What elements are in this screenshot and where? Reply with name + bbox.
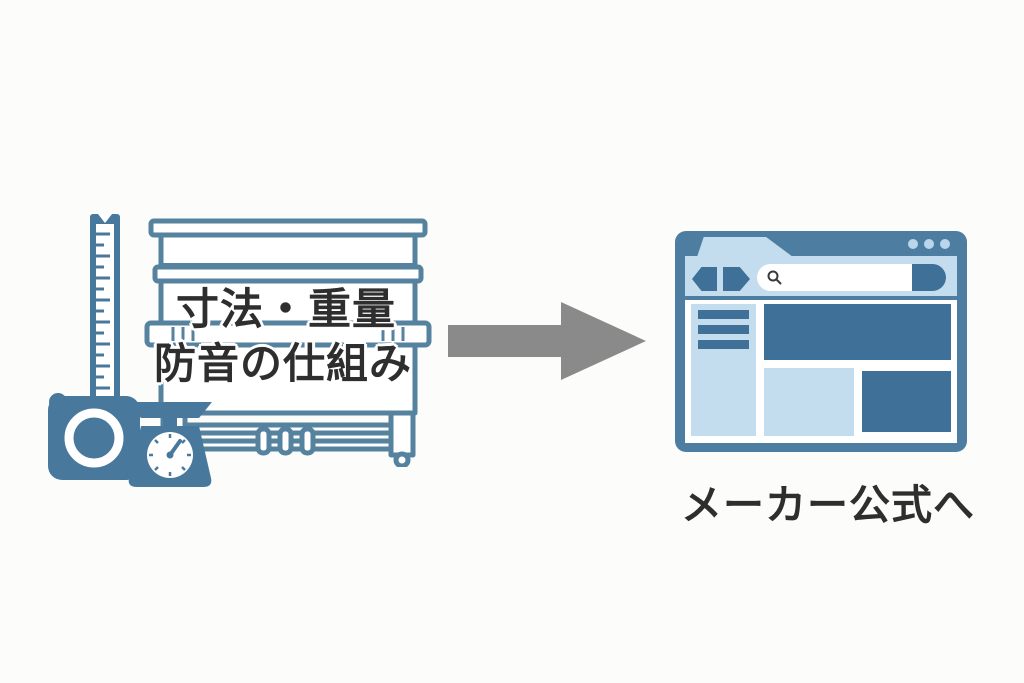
- search-magnifier-icon: [767, 270, 782, 285]
- forward-arrow-icon: [723, 267, 750, 291]
- browser-content-area: [685, 300, 957, 443]
- browser-toolbar: [685, 256, 957, 296]
- caption-soundproofing-mechanism: 防音の仕組み: [153, 339, 412, 388]
- browser-window-icon: [675, 231, 967, 452]
- browser-sidebar: [691, 304, 756, 436]
- caption-manufacturer-official: メーカー公式へ: [681, 481, 975, 529]
- sidebar-menu-bar: [698, 325, 749, 334]
- browser-hero-block: [764, 304, 951, 360]
- window-dot: [924, 239, 934, 249]
- search-go-button: [912, 264, 946, 291]
- browser-card-dark: [862, 371, 951, 432]
- tape-measure-icon: [48, 214, 140, 480]
- kitchen-scale-icon: [128, 402, 212, 487]
- upright-piano-icon: [144, 218, 432, 467]
- window-dot: [908, 239, 918, 249]
- sidebar-menu-bar: [698, 340, 749, 349]
- sidebar-menu-bar: [698, 310, 749, 319]
- search-bar: [757, 264, 946, 291]
- window-dot: [940, 239, 950, 249]
- window-control-dots: [908, 239, 950, 249]
- browser-card-light: [764, 368, 854, 436]
- right-arrow-icon: [448, 302, 646, 380]
- browser-tab: [697, 237, 793, 257]
- back-arrow-icon: [692, 267, 717, 291]
- caption-dimensions-weight: 寸法・重量: [176, 285, 396, 335]
